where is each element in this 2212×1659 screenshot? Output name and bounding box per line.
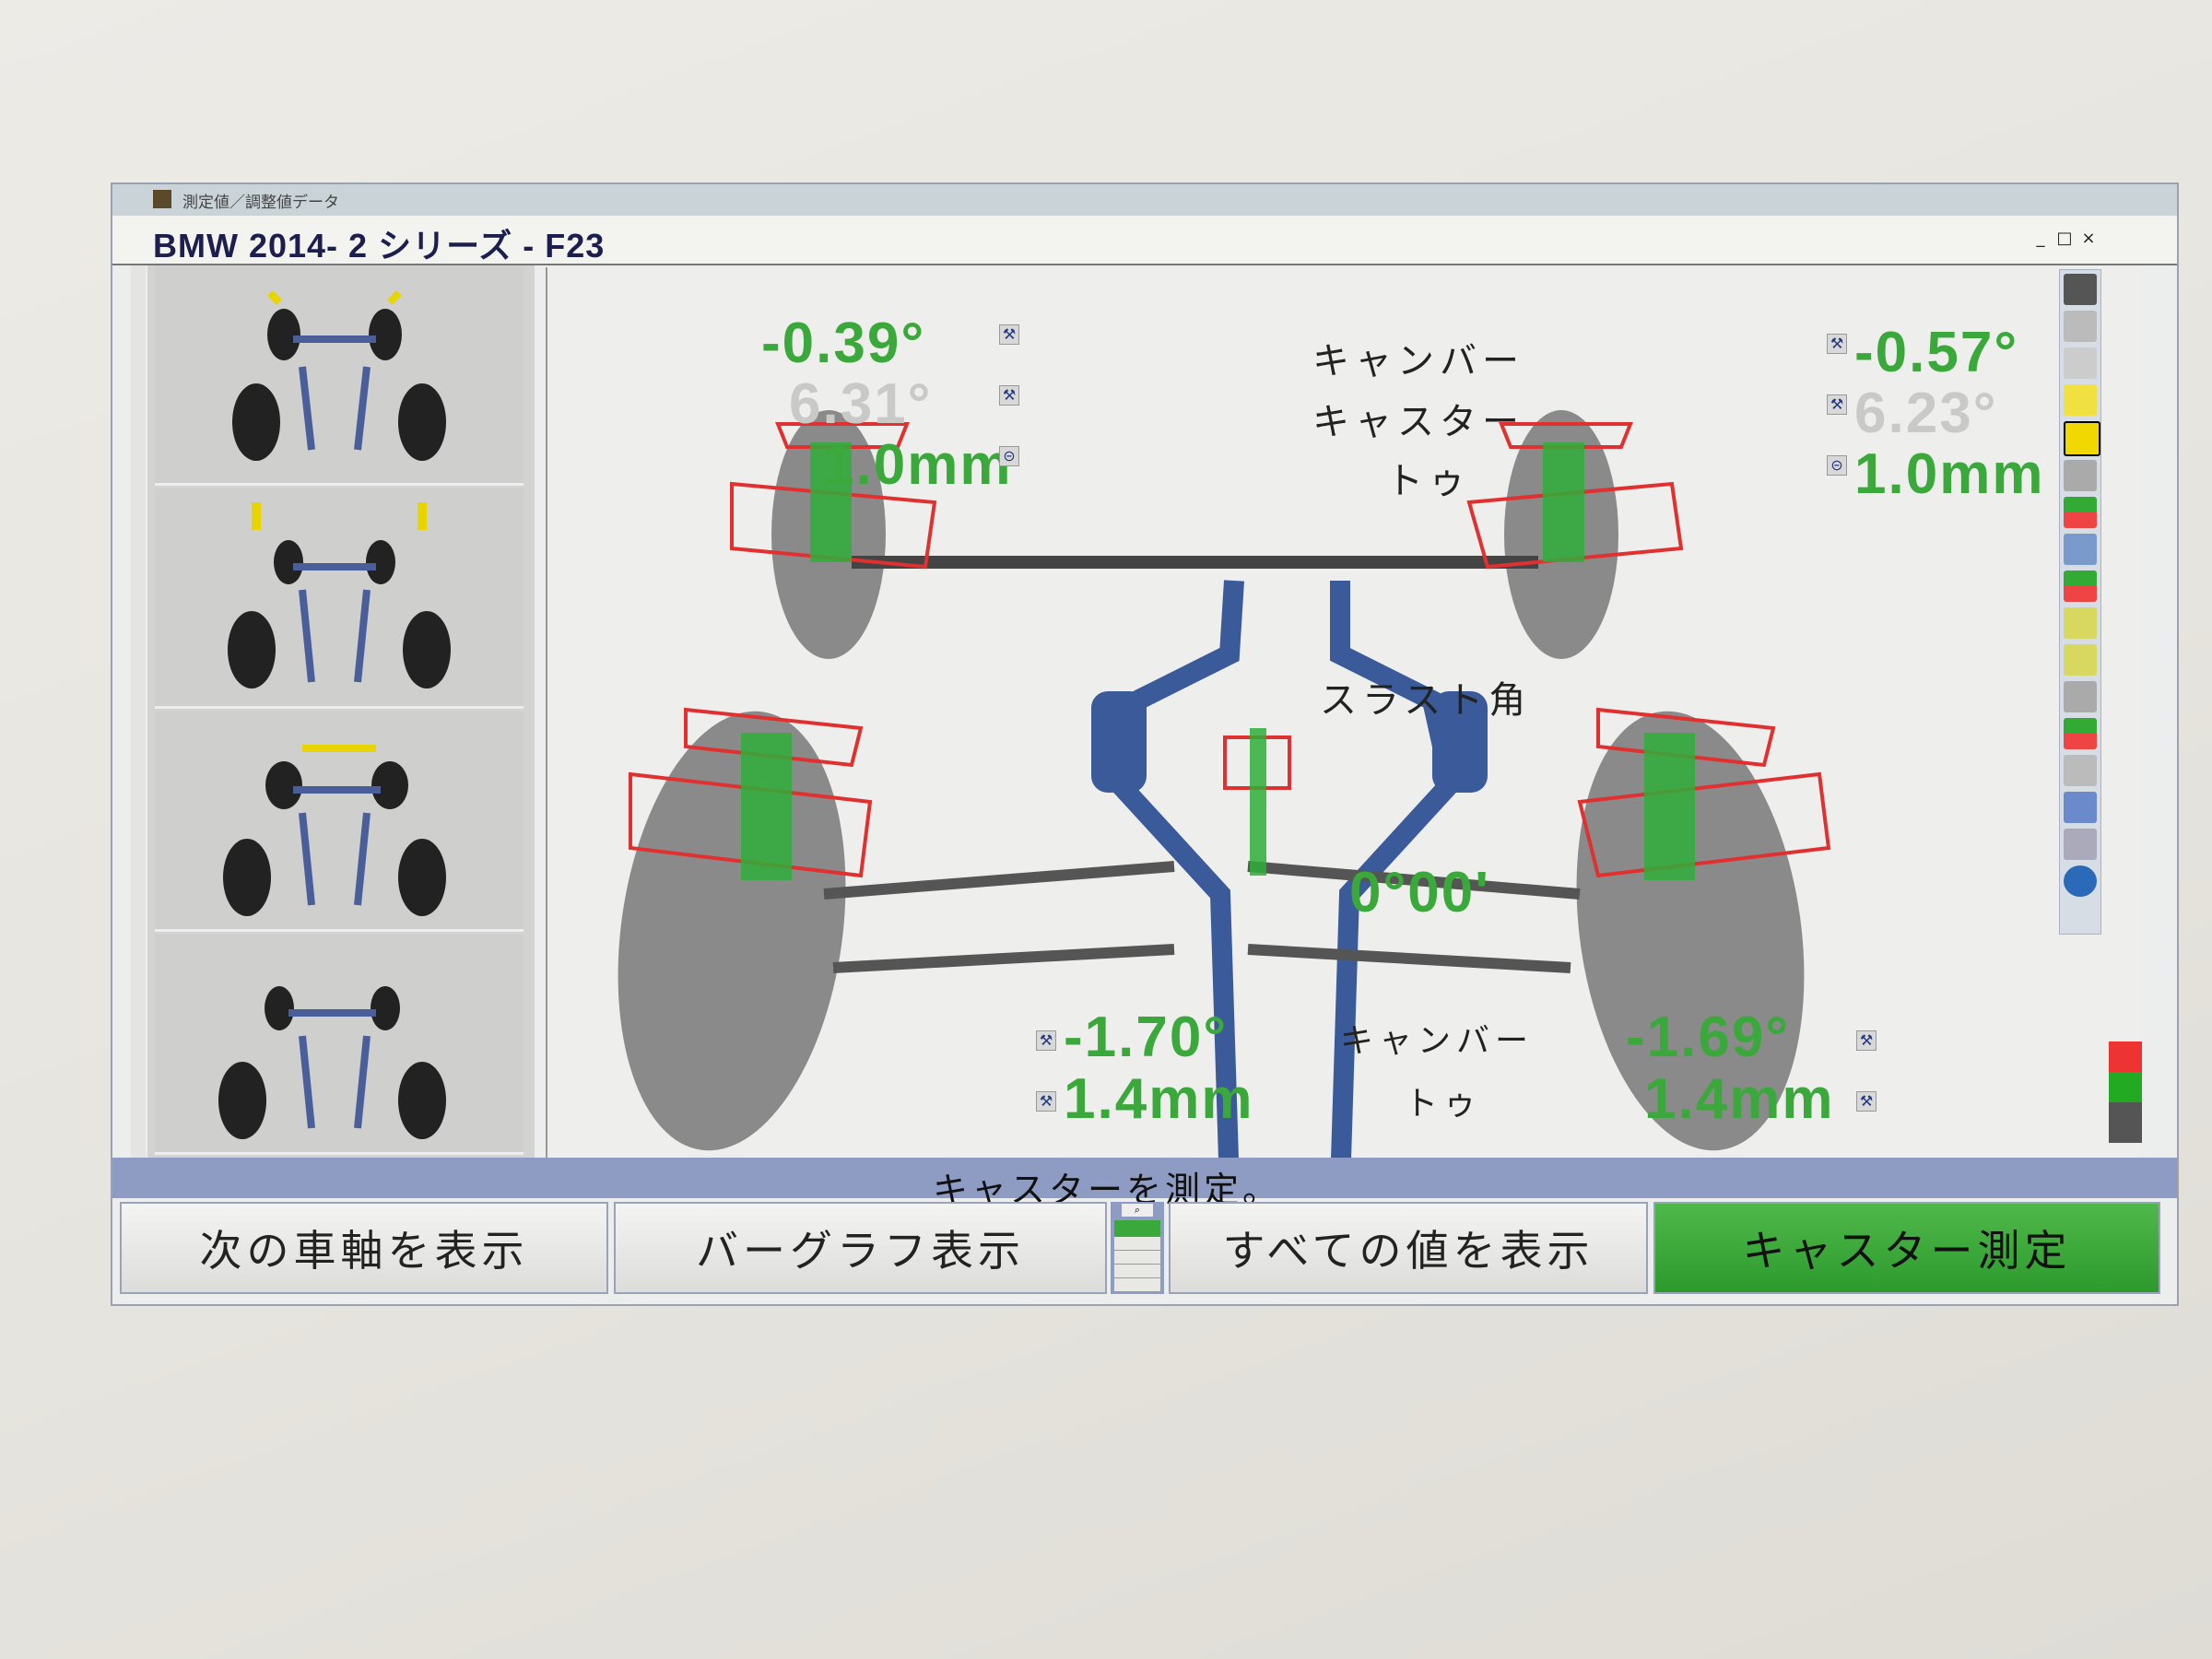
left-muffler — [1091, 691, 1147, 793]
sensor-icon[interactable] — [2064, 534, 2097, 565]
bar-indicator — [1114, 1220, 1160, 1237]
thumbnail-rear-view[interactable] — [155, 935, 524, 1155]
front-right-caster: 6.23° — [1854, 382, 1998, 445]
axle-view-thumbnails — [147, 265, 535, 1158]
tolerance-icon[interactable] — [2064, 347, 2097, 379]
tool-sidebar — [2059, 269, 2101, 935]
wrench-icon[interactable]: ⚒ — [999, 324, 1019, 345]
app-icon — [153, 190, 171, 208]
lock-icon[interactable]: ⊝ — [1827, 455, 1847, 476]
rear-left-tire — [618, 711, 846, 1151]
next-axle-button[interactable]: 次の車軸を表示 — [120, 1202, 608, 1294]
steering-wheel-icon[interactable] — [2064, 681, 2097, 712]
maximize-button[interactable]: □ — [2056, 229, 2073, 248]
label-rear-camber: キャンバー — [1340, 1022, 1535, 1060]
alignment-bars — [741, 442, 1695, 880]
label-toe: トゥ — [1386, 460, 1471, 502]
bar-graph-button[interactable]: バーグラフ表示 — [614, 1202, 1107, 1294]
thrust-angle-value: 0°00' — [1349, 861, 1490, 924]
live-values-icon[interactable] — [2064, 718, 2097, 749]
rear-control-arms — [823, 861, 1581, 973]
axle-selector-icon[interactable] — [2109, 1041, 2142, 1143]
wrench-icon[interactable]: ⚒ — [1036, 1091, 1056, 1112]
wrench-icon[interactable]: ⚒ — [999, 385, 1019, 406]
window-title: 測定値／調整値データ — [182, 193, 339, 212]
status-bar: キャスターを測定。 — [112, 1158, 2177, 1210]
wrench-icon[interactable]: ⚒ — [1856, 1030, 1877, 1051]
bar-scale — [1114, 1237, 1160, 1292]
rear-right-toe: 1.4mm — [1644, 1067, 1835, 1131]
globe-icon[interactable] — [2064, 865, 2097, 897]
thumbnail-caster-view[interactable] — [155, 488, 524, 709]
live-values-icon[interactable] — [2064, 571, 2097, 602]
car-suspension-icon — [228, 502, 451, 688]
vehicle-name: BMW 2014- 2 シリーズ - F23 — [153, 227, 606, 265]
thumbnail-front-camber-view[interactable] — [155, 265, 524, 486]
wrench-icon[interactable]: ⚒ — [1827, 394, 1847, 415]
measure-caster-button[interactable]: キャスター測定 — [1653, 1202, 2160, 1294]
bar-values-icon[interactable] — [2064, 421, 2100, 456]
rear-right-camber: -1.69° — [1626, 1006, 1791, 1069]
rear-left-toe: 1.4mm — [1064, 1067, 1254, 1131]
car-suspension-icon — [232, 290, 446, 461]
magnifier-icon[interactable]: ⌕ — [1122, 1204, 1153, 1217]
minimize-button[interactable]: _ — [2036, 229, 2045, 248]
computer-icon[interactable] — [2064, 274, 2097, 305]
steering-wheel-icon[interactable] — [2064, 460, 2097, 491]
thumbnail-scrollbar[interactable] — [131, 265, 146, 1158]
rear-right-tire — [1576, 711, 1805, 1151]
car-suspension-icon — [223, 745, 446, 916]
front-left-caster: 6.31° — [789, 372, 933, 436]
thumbnail-toe-view[interactable] — [155, 712, 524, 932]
front-left-camber: -0.39° — [761, 312, 926, 375]
live-values-icon[interactable] — [2064, 497, 2097, 528]
camera-icon[interactable] — [2064, 829, 2097, 860]
camber-indicators — [629, 422, 1831, 878]
axle-icon[interactable] — [2064, 607, 2097, 639]
alignment-window: 測定値／調整値データ BMW 2014- 2 シリーズ - F23 _ □ × — [112, 184, 2177, 1304]
lift-icon[interactable] — [2064, 755, 2097, 786]
axle-icon[interactable] — [2064, 644, 2097, 676]
vehicle-specs-icon[interactable] — [2064, 311, 2097, 342]
close-button[interactable]: × — [2081, 229, 2096, 248]
printer-icon[interactable] — [2064, 792, 2097, 823]
label-camber: キャンバー — [1312, 340, 1524, 382]
label-rear-toe: トゥ — [1405, 1085, 1483, 1123]
right-muffler — [1432, 691, 1488, 793]
front-left-toe: 1.0mm — [822, 433, 1013, 497]
rear-left-camber: -1.70° — [1064, 1006, 1229, 1069]
title-bar: 測定値／調整値データ — [112, 184, 2177, 216]
alignment-3d-view: -0.39° 6.31° 1.0mm ⚒ ⚒ ⊝ キャンバー キャスター トゥ … — [546, 267, 2142, 1158]
wrench-adjust-icon[interactable] — [2064, 384, 2097, 416]
car-suspension-icon — [218, 986, 446, 1139]
lock-icon[interactable]: ⊝ — [999, 446, 1019, 466]
label-thrust-angle: スラスト角 — [1320, 679, 1532, 722]
label-caster: キャスター — [1312, 401, 1524, 443]
wrench-icon[interactable]: ⚒ — [1856, 1091, 1877, 1112]
front-right-toe: 1.0mm — [1854, 442, 2045, 506]
wrench-icon[interactable]: ⚒ — [1827, 334, 1847, 354]
show-all-values-button[interactable]: すべての値を表示 — [1169, 1202, 1648, 1294]
vehicle-header: BMW 2014- 2 シリーズ - F23 _ □ × — [112, 216, 2177, 265]
zoom-bar-widget[interactable]: ⌕ — [1111, 1202, 1164, 1294]
wrench-icon[interactable]: ⚒ — [1036, 1030, 1056, 1051]
front-right-camber: -0.57° — [1854, 321, 2019, 384]
vehicle-chassis-graphic — [618, 410, 1831, 1158]
